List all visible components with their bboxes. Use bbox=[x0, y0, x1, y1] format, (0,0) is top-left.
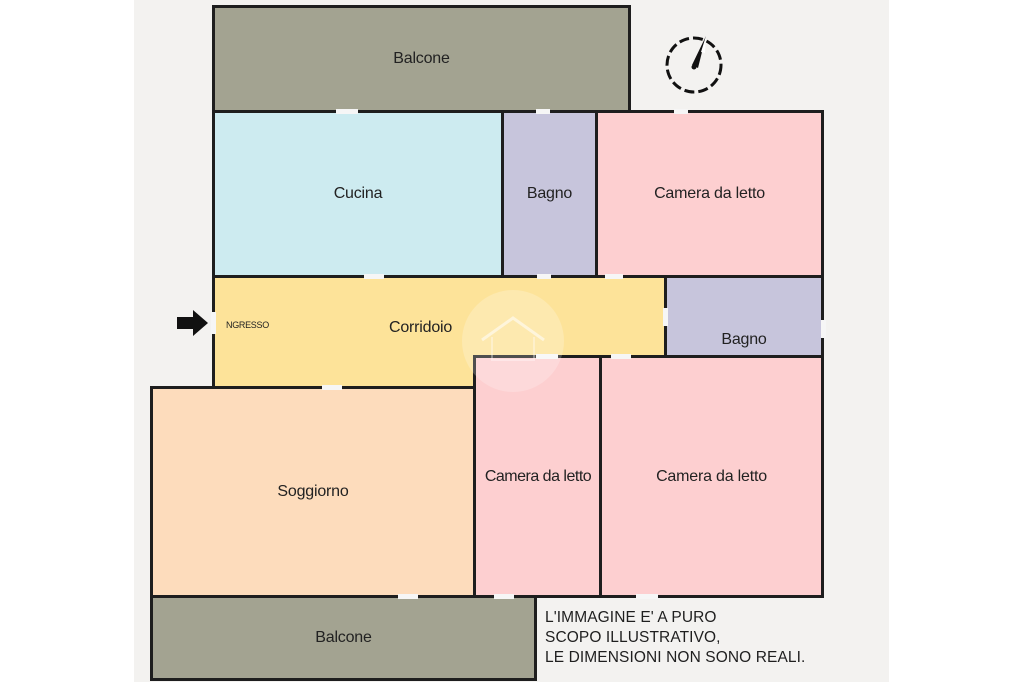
room-label: Corridoio bbox=[389, 319, 453, 336]
room-balcone-bottom: Balcone bbox=[150, 595, 537, 681]
room-label: Balcone bbox=[393, 50, 450, 67]
door-gap bbox=[336, 109, 358, 114]
door-gap bbox=[536, 109, 550, 114]
door-gap bbox=[364, 274, 384, 279]
room-cucina: Cucina bbox=[212, 110, 504, 278]
compass-icon bbox=[661, 32, 727, 98]
room-label: Bagno bbox=[526, 185, 573, 202]
disclaimer-line: SCOPO ILLUSTRATIVO, bbox=[545, 629, 721, 646]
room-camera-right: Camera da letto bbox=[599, 355, 824, 598]
door-gap bbox=[605, 274, 623, 279]
door-gap bbox=[674, 109, 688, 114]
disclaimer-line: LE DIMENSIONI NON SONO REALI. bbox=[545, 649, 806, 666]
door-gap bbox=[821, 320, 826, 338]
door-gap bbox=[537, 274, 551, 279]
room-label: Camera da letto bbox=[484, 467, 592, 485]
door-gap bbox=[663, 308, 668, 326]
house-watermark-icon bbox=[462, 290, 564, 392]
room-label: Cucina bbox=[333, 185, 383, 202]
room-label: Soggiorno bbox=[277, 483, 349, 500]
room-bagno-top: Bagno bbox=[501, 110, 598, 278]
room-balcone-top: Balcone bbox=[212, 5, 631, 113]
disclaimer-note: L'IMMAGINE E' A PURO SCOPO ILLUSTRATIVO,… bbox=[545, 608, 805, 668]
door-gap bbox=[211, 312, 216, 334]
room-label: Camera da letto bbox=[656, 467, 767, 485]
room-camera-top: Camera da letto bbox=[595, 110, 824, 278]
disclaimer-line: L'IMMAGINE E' A PURO bbox=[545, 609, 717, 626]
room-label: Camera da letto bbox=[654, 185, 765, 202]
door-gap bbox=[611, 354, 631, 359]
door-gap bbox=[494, 594, 514, 599]
door-gap bbox=[536, 354, 558, 359]
arrow-right-icon bbox=[177, 310, 209, 336]
room-label: Balcone bbox=[315, 629, 372, 646]
door-gap bbox=[398, 594, 418, 599]
room-label: Bagno bbox=[721, 331, 767, 348]
door-gap bbox=[636, 594, 658, 599]
door-gap bbox=[322, 385, 342, 390]
entrance-label: NGRESSO bbox=[226, 320, 269, 330]
room-soggiorno: Soggiorno bbox=[150, 386, 476, 598]
